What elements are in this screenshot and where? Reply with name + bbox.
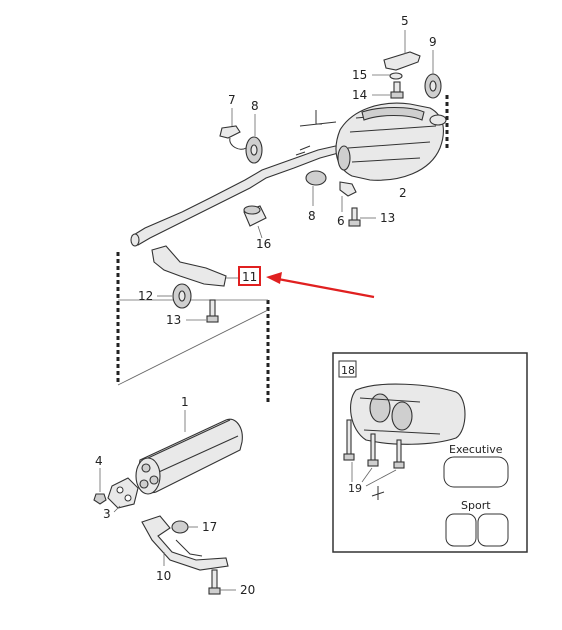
callout-8-lower: 8 bbox=[308, 209, 316, 223]
exhaust-pipe bbox=[130, 144, 343, 247]
callout-5: 5 bbox=[401, 14, 409, 28]
callout-15: 15 bbox=[352, 68, 367, 82]
sleeve-16 bbox=[243, 205, 267, 239]
highlight-box bbox=[238, 266, 261, 286]
bracket-5 bbox=[383, 30, 421, 71]
callout-11: 11 bbox=[242, 270, 257, 284]
callout-14: 14 bbox=[352, 88, 367, 102]
callout-9: 9 bbox=[429, 35, 437, 49]
callout-18: 18 bbox=[341, 364, 355, 377]
hanger-6 bbox=[339, 181, 357, 212]
callout-7: 7 bbox=[228, 93, 236, 107]
bolt-13-upper bbox=[348, 207, 376, 227]
callout-19: 19 bbox=[348, 482, 362, 495]
rubber-mount-17 bbox=[171, 520, 198, 534]
separation-lines bbox=[116, 95, 449, 405]
rubber-mount-9 bbox=[424, 50, 442, 99]
callout-16: 16 bbox=[256, 237, 271, 251]
callout-2: 2 bbox=[399, 186, 407, 200]
callout-8-upper: 8 bbox=[251, 99, 259, 113]
tailpipe-silencer bbox=[350, 383, 466, 445]
callout-4: 4 bbox=[95, 454, 103, 468]
bolt-14 bbox=[372, 81, 404, 99]
bracket-7 bbox=[219, 108, 247, 150]
highlighted-callout-11: 11 bbox=[238, 266, 261, 286]
callout-17: 17 bbox=[202, 520, 217, 534]
washer-15 bbox=[372, 72, 403, 80]
callout-12: 12 bbox=[138, 289, 153, 303]
executive-tailpipe-icon bbox=[443, 456, 509, 488]
sport-label: Sport bbox=[461, 499, 491, 512]
callout-labels: 5 9 15 14 7 8 2 8 6 13 16 12 13 1 4 3 17… bbox=[95, 14, 437, 597]
pipe-clamp bbox=[299, 110, 337, 127]
red-arrow bbox=[266, 272, 375, 299]
bolt-20 bbox=[208, 569, 236, 595]
callout-3: 3 bbox=[103, 507, 111, 521]
inset-panel: 18 19 Executive Sport bbox=[332, 352, 528, 553]
rubber-mount-8-lower bbox=[305, 170, 327, 206]
callout-6: 6 bbox=[337, 214, 345, 228]
callout-13-upper: 13 bbox=[380, 211, 395, 225]
bolts-19 bbox=[343, 419, 405, 500]
bolt-13-lower bbox=[186, 299, 219, 323]
gasket-3 bbox=[107, 477, 139, 513]
callout-1: 1 bbox=[181, 395, 189, 409]
executive-label: Executive bbox=[449, 443, 503, 456]
nut-4 bbox=[93, 468, 107, 505]
sport-tailpipe-icon bbox=[445, 513, 509, 547]
bracket-11 bbox=[151, 245, 238, 287]
rear-silencer bbox=[335, 102, 447, 181]
callout-10: 10 bbox=[156, 569, 171, 583]
rubber-mount-8-upper bbox=[245, 114, 263, 164]
front-silencer bbox=[135, 410, 243, 495]
callout-20: 20 bbox=[240, 583, 255, 597]
rubber-mount-12 bbox=[157, 283, 192, 309]
callout-13-lower: 13 bbox=[166, 313, 181, 327]
bracket-10 bbox=[141, 515, 229, 571]
